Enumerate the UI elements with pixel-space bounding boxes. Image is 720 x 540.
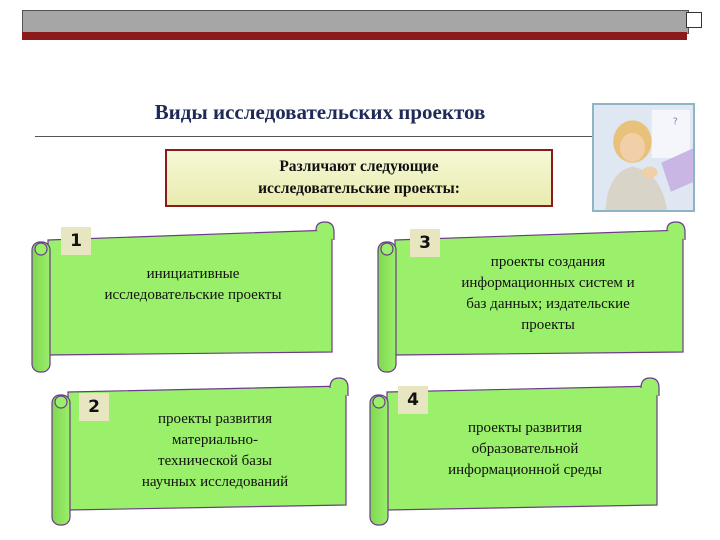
project-4-line-2: образовательной: [471, 441, 579, 457]
intro-line-2: исследовательские проекты:: [258, 180, 460, 197]
project-text-2: проекты развития материально- техническо…: [110, 409, 320, 493]
project-3-line-1: проекты создания: [490, 254, 606, 270]
scroll-4: [369, 377, 660, 526]
project-2-line-2: материально-: [171, 432, 259, 448]
project-number-2: 2: [79, 393, 109, 421]
woman-thinking-photo: ?: [592, 103, 695, 212]
project-text-1: инициативные исследовательские проекты: [60, 264, 326, 306]
project-4-line-3: информационной среды: [448, 462, 602, 478]
project-2-line-3: технической базы: [158, 453, 272, 469]
project-3-line-2: информационных систем и: [461, 275, 635, 291]
project-1-line-1: инициативные: [146, 266, 240, 282]
project-number-3: 3: [410, 229, 440, 257]
scroll-3: [377, 221, 686, 373]
project-4-line-1: проекты развития: [467, 420, 583, 436]
intro-line-1: Различают следующие: [279, 158, 439, 175]
svg-text:?: ?: [673, 116, 678, 127]
project-3-line-3: баз данных; издательские: [466, 296, 630, 312]
title-divider: [35, 136, 595, 137]
project-number-4: 4: [398, 386, 428, 414]
project-number-1: 1: [61, 227, 91, 255]
scroll-1: [31, 221, 335, 373]
scroll-2: [51, 377, 349, 526]
corner-square: [686, 12, 702, 28]
project-2-line-1: проекты развития: [157, 411, 273, 427]
project-text-3: проекты создания информационных систем и…: [420, 252, 676, 336]
project-text-4: проекты развития образовательной информа…: [410, 418, 640, 481]
project-2-line-4: научных исследований: [141, 474, 289, 490]
top-red-bar: [22, 32, 687, 40]
project-3-line-4: проекты: [521, 317, 575, 333]
project-1-line-2: исследовательские проекты: [104, 287, 282, 303]
intro-box: Различают следующие исследовательские пр…: [165, 149, 553, 207]
page-title: Виды исследовательских проектов: [154, 100, 486, 124]
